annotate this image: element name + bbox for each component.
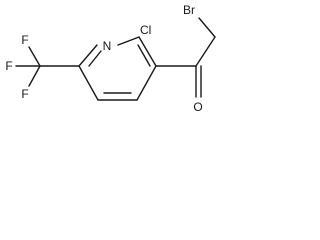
bond-c3-c4	[136, 65, 157, 101]
bond-c5-c6	[78, 65, 99, 101]
bond-cf3-f-top	[28, 46, 41, 67]
fluorine-atom-label-top: F	[21, 33, 28, 47]
fluorine-atom-label-left: F	[5, 59, 12, 73]
bond-cf3-f-bottom	[28, 65, 41, 87]
fluorine-atom-label-bottom: F	[21, 87, 28, 101]
bond-ch2-br	[198, 17, 216, 38]
bond-n1-c2	[117, 36, 140, 46]
oxygen-atom-label: O	[193, 100, 202, 114]
chemical-structure-diagram: N Cl O Br F F F	[5, 3, 216, 114]
bond-c6-n1	[78, 44, 98, 67]
trifluoromethyl-group	[15, 46, 80, 87]
double-bond-n1-c6-inner	[88, 50, 102, 67]
nitrogen-atom-label: N	[103, 39, 112, 53]
bromoacetyl-group	[155, 17, 216, 98]
double-bond-c2-c3-inner	[137, 44, 151, 67]
chlorine-atom-label: Cl	[140, 23, 151, 37]
pyridine-ring	[78, 36, 157, 101]
bond-c2-c3	[138, 36, 157, 67]
bromine-atom-label: Br	[183, 3, 195, 17]
bond-carbonyl-ch2	[195, 36, 216, 67]
